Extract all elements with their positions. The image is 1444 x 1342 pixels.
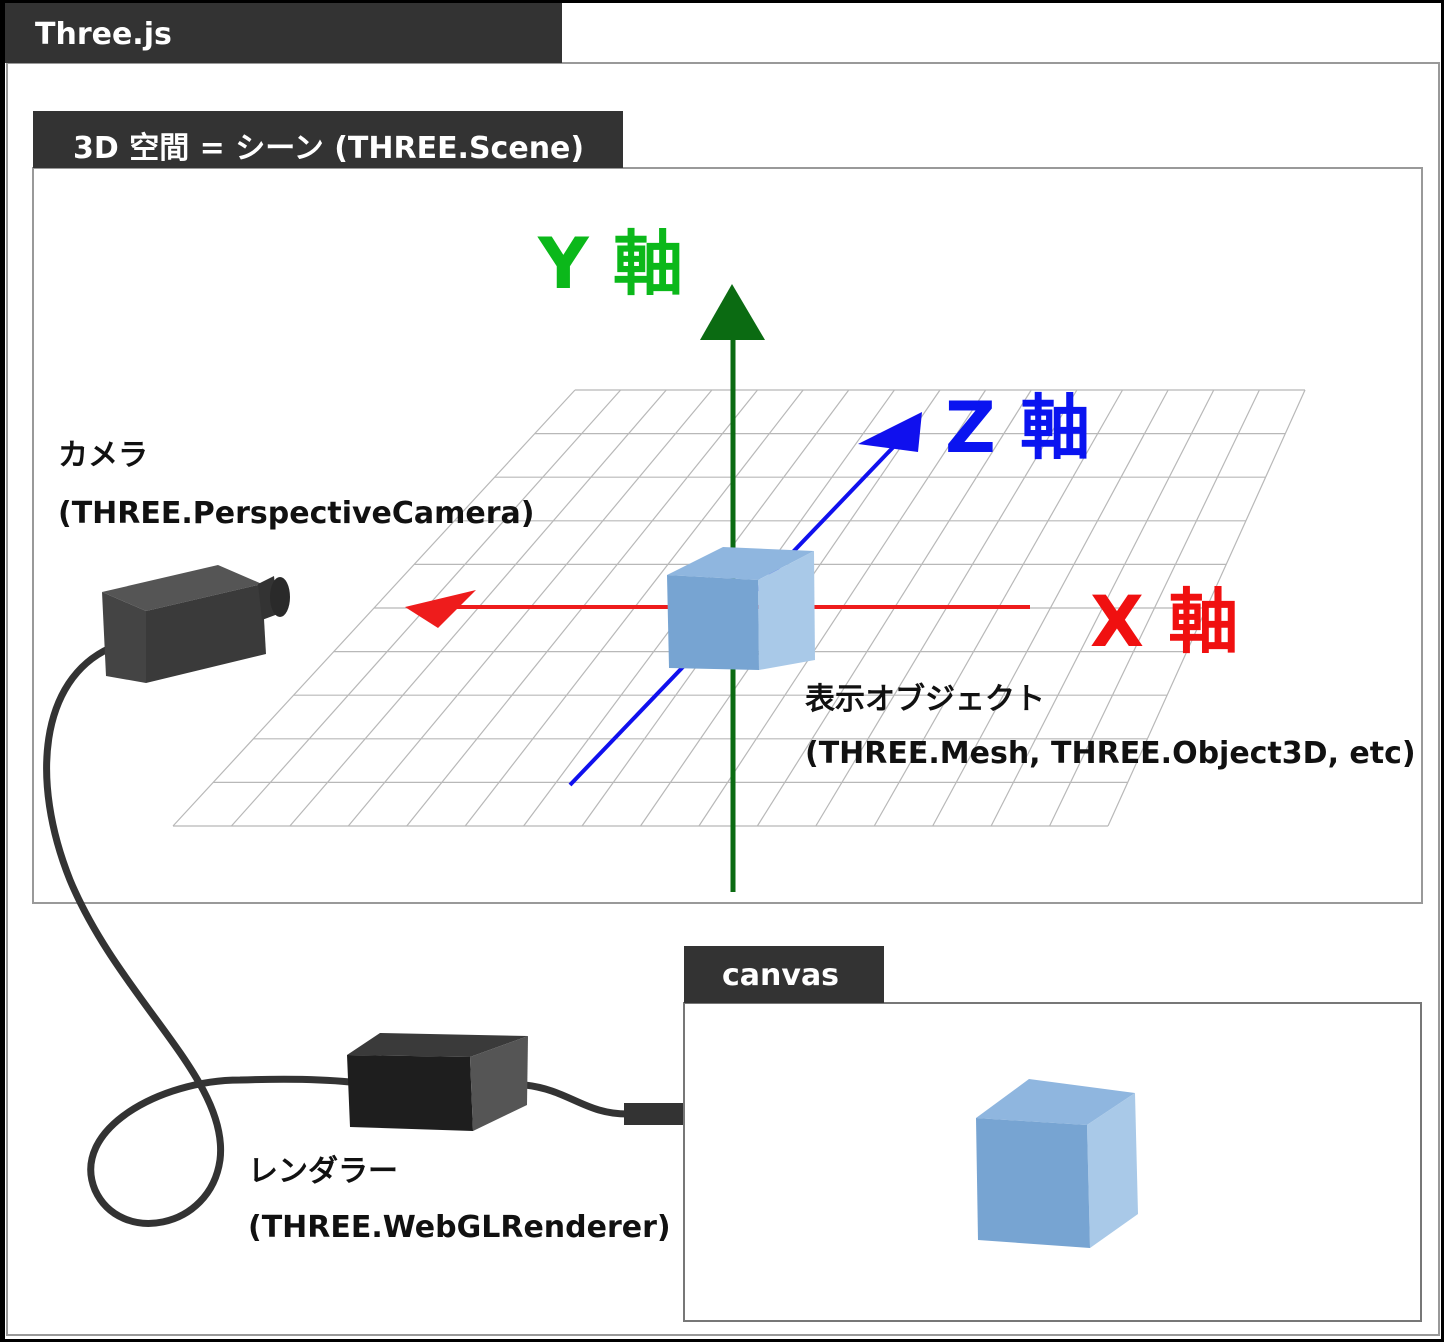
camera-class: (THREE.PerspectiveCamera) [58,496,535,531]
canvas-tab: canvas [684,946,884,1003]
object-class: (THREE.Mesh, THREE.Object3D, etc) [805,736,1416,771]
outer-panel-border [6,62,1440,1336]
x-axis-arrowhead [405,590,476,628]
renderer-name: レンダラー [248,1154,398,1189]
y-axis-arrowhead [700,284,765,340]
scene-tab: 3D 空間 = シーン (THREE.Scene) [33,111,623,168]
z-axis-label: Z 軸 [945,387,1091,469]
camera-icon [102,565,290,683]
camera-cable [43,644,354,1227]
camera-name: カメラ [58,438,148,473]
threejs-tab: Three.js [5,3,562,63]
object-name: 表示オブジェクト [805,682,1045,717]
canvas-cube [976,1079,1138,1248]
renderer-class: (THREE.WebGLRenderer) [248,1210,671,1245]
y-axis-label: Y 軸 [538,223,684,305]
z-axis-arrowhead [858,412,922,452]
renderer-icon [347,1033,528,1131]
scene-cube [667,547,815,670]
canvas-plug [624,1103,686,1125]
renderer-cable [524,1081,631,1118]
x-axis-label: X 軸 [1090,581,1239,663]
scene-box [32,167,1423,904]
